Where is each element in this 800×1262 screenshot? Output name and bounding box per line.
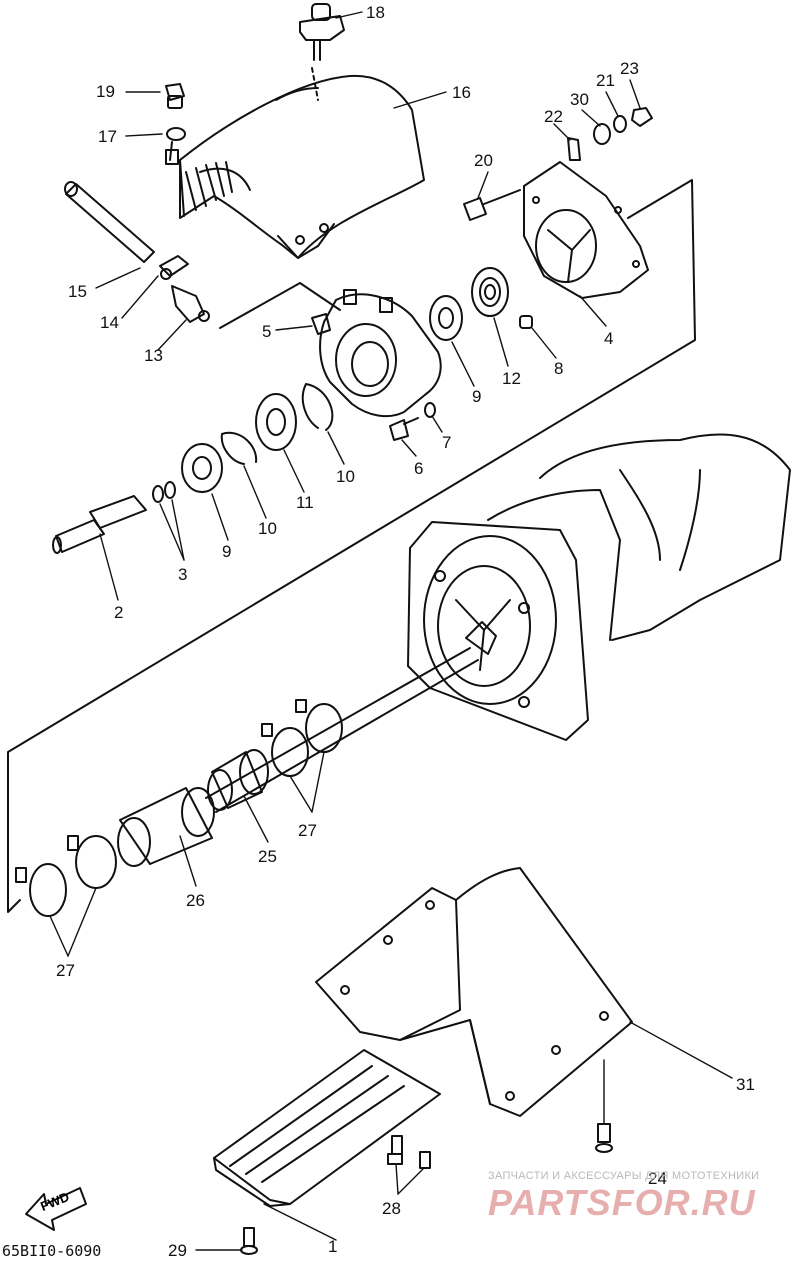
part-label-28: 28: [382, 1199, 401, 1218]
part-13-fitting: [171, 285, 210, 323]
part-17-washer: [165, 127, 186, 165]
pump-housing: [407, 433, 791, 741]
part-23-nut: [631, 107, 653, 127]
part-1-intake-grate: [213, 1049, 441, 1207]
part-label-20: 20: [474, 151, 493, 170]
part-label-12: 12: [502, 369, 521, 388]
watermark-subtitle: ЗАПЧАСТИ И АКСЕССУАРЫ ДЛЯ МОТОТЕХНИКИ: [488, 1170, 760, 1182]
part-31-mount-bracket: [315, 867, 633, 1117]
diagram-code: 65BII0-6090: [2, 1242, 102, 1260]
part-label-22: 22: [544, 107, 563, 126]
part-label-24: 24: [648, 1169, 667, 1188]
part-19-bolt: [165, 83, 185, 109]
part-10-circlip-upper: [301, 383, 334, 431]
part-28-screws: [387, 1135, 431, 1169]
part-label-7: 7: [442, 433, 452, 452]
part-label-2: 2: [114, 603, 124, 622]
part-4-end-cover: [523, 161, 649, 299]
part-29-screw: [240, 1227, 258, 1255]
part-label-27-upper: 27: [298, 821, 317, 840]
part-11-bearing: [255, 393, 297, 451]
part-label-6: 6: [414, 459, 424, 478]
part-27-clamps-lower: [15, 835, 117, 917]
part-label-5: 5: [262, 322, 272, 341]
part-label-31: 31: [736, 1075, 755, 1094]
part-label-11: 11: [296, 493, 314, 512]
part-label-1: 1: [328, 1237, 338, 1256]
part-label-10-lower: 10: [258, 519, 277, 538]
part-9-bearing-upper: [429, 295, 463, 341]
part-label-4: 4: [604, 329, 614, 348]
part-7-washer: [424, 402, 436, 418]
part-12-seal: [471, 267, 509, 317]
part-3-o-rings: [152, 481, 176, 503]
part-label-29: 29: [168, 1241, 187, 1260]
part-label-15: 15: [68, 282, 87, 301]
part-21-washer: [613, 115, 627, 133]
part-label-25: 25: [258, 847, 277, 866]
part-14-clamp: [159, 255, 189, 280]
part-label-27-lower: 27: [56, 961, 75, 980]
drive-shaft: [205, 621, 497, 813]
part-15-hose: [64, 181, 155, 263]
part-label-10-upper: 10: [336, 467, 355, 486]
part-22-bracket: [567, 137, 581, 161]
part-30-washer: [593, 123, 611, 145]
part-6-bolt: [389, 417, 419, 441]
watermark-logo: PARTSFOR.RU: [488, 1182, 756, 1223]
part-label-23: 23: [620, 59, 639, 78]
part-27-clamps-upper: [261, 699, 343, 777]
part-26-sleeve: [117, 787, 215, 867]
part-label-9-upper: 9: [472, 387, 482, 406]
part-9-bearing-lower: [181, 443, 223, 493]
part-10-circlip-lower: [220, 431, 258, 465]
fwd-arrow-icon: [25, 1187, 87, 1231]
part-label-8: 8: [554, 359, 564, 378]
part-label-17: 17: [98, 127, 117, 146]
part-label-13: 13: [144, 346, 163, 365]
part-label-18: 18: [366, 3, 385, 22]
leader-lines: [49, 11, 733, 1251]
part-label-16: 16: [452, 83, 471, 102]
part-24-screw: [595, 1123, 613, 1153]
part-20-bolt: [463, 189, 521, 221]
assembly-outline: [7, 179, 696, 913]
part-25-coupling: [207, 749, 269, 811]
part-label-26: 26: [186, 891, 205, 910]
part-label-9-lower: 9: [222, 542, 232, 561]
part-label-19: 19: [96, 82, 115, 101]
part-8-pin: [519, 315, 533, 329]
part-label-30: 30: [570, 90, 589, 109]
part-label-21: 21: [596, 71, 615, 90]
part-5-housing: [311, 289, 442, 418]
part-label-14: 14: [100, 313, 119, 332]
part-2-shaft: [52, 495, 147, 554]
part-16-cover: [179, 74, 425, 259]
part-label-3: 3: [178, 565, 188, 584]
